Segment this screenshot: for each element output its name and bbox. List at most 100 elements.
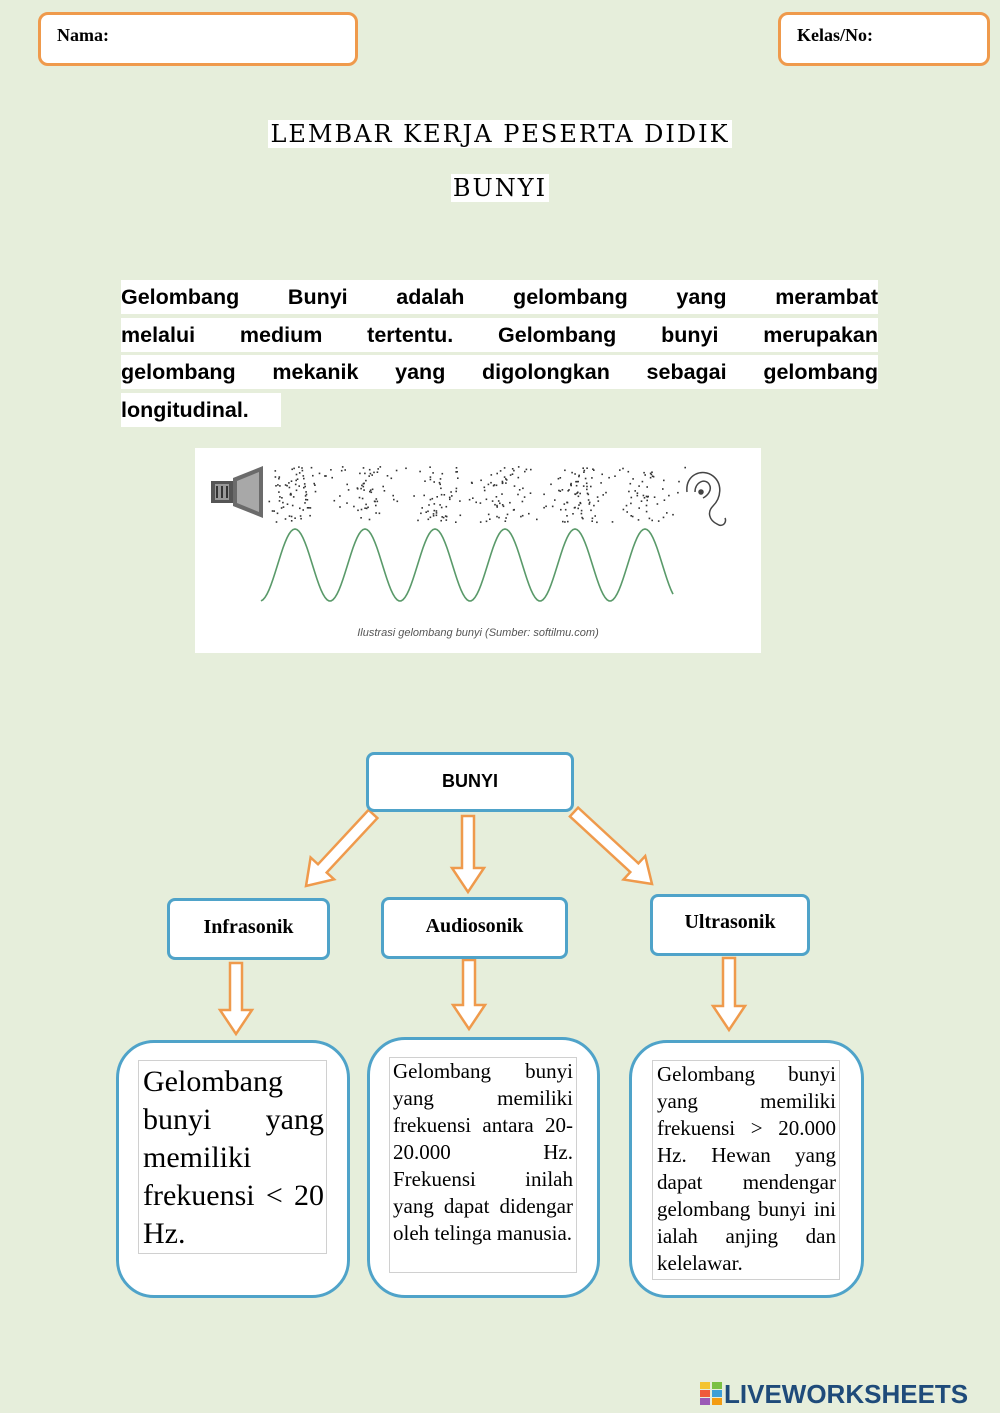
air-particle [571, 471, 573, 474]
air-particle [302, 475, 305, 477]
air-particle [586, 485, 588, 488]
air-particle [577, 495, 580, 498]
air-particle [646, 499, 648, 502]
air-particle [423, 494, 425, 497]
air-particle [433, 509, 436, 512]
air-particle [344, 469, 346, 471]
air-particle [301, 469, 304, 472]
air-particle [383, 490, 386, 492]
air-particle [585, 482, 588, 485]
air-particle [559, 477, 562, 479]
air-particle [529, 492, 532, 494]
air-particle [273, 510, 275, 512]
air-particle [433, 503, 436, 505]
air-particle [451, 495, 453, 497]
air-particle [368, 518, 371, 521]
air-particle [642, 494, 645, 497]
air-particle [588, 501, 591, 504]
air-particle [644, 474, 646, 476]
air-particle [608, 476, 610, 479]
air-particle [280, 507, 283, 509]
air-particle [367, 506, 369, 509]
air-particle [341, 466, 344, 468]
air-particle [564, 521, 566, 523]
air-particle [445, 519, 448, 521]
air-particle [630, 496, 633, 499]
air-particle [602, 494, 604, 496]
air-particle [275, 485, 277, 487]
air-particle [456, 471, 458, 473]
air-particle [651, 471, 653, 473]
air-particle [656, 503, 659, 505]
air-particle [305, 498, 307, 501]
air-particle [455, 487, 458, 490]
air-particle [554, 499, 556, 501]
air-particle [304, 495, 307, 497]
air-particle [396, 500, 399, 503]
air-particle [521, 514, 524, 517]
air-particle [563, 503, 566, 505]
air-particle [455, 471, 457, 473]
air-particle [279, 496, 281, 498]
air-particle [436, 496, 438, 498]
air-particle [560, 508, 562, 511]
air-particle [331, 476, 333, 479]
air-particle [520, 515, 522, 518]
air-particle [504, 520, 507, 522]
air-particle [438, 481, 441, 484]
air-particle [605, 491, 607, 494]
air-particle [590, 485, 592, 488]
air-particle [511, 468, 514, 470]
air-particle [579, 492, 581, 495]
air-particle [530, 468, 532, 471]
air-particle [471, 482, 473, 484]
air-particle [296, 478, 299, 480]
air-particle [625, 504, 628, 507]
class-number-field[interactable]: Kelas/No: [778, 12, 990, 66]
air-particle [455, 521, 457, 523]
name-field[interactable]: Nama: [38, 12, 358, 66]
air-particle [368, 468, 371, 471]
air-particle [645, 510, 648, 513]
air-particle [662, 488, 664, 490]
air-particle [357, 509, 359, 512]
air-particle [361, 497, 364, 500]
air-particle [513, 469, 515, 472]
air-particle [657, 520, 660, 522]
air-particle [278, 491, 280, 493]
air-particle [428, 504, 430, 506]
air-particle [304, 485, 306, 488]
air-particle [405, 467, 407, 470]
air-particle [490, 474, 493, 476]
arrow-to-ultrasonik-description [710, 956, 748, 1033]
air-particle [275, 521, 278, 523]
air-particle [483, 486, 486, 489]
air-particle [368, 475, 370, 477]
air-particle [495, 496, 498, 498]
air-particle [364, 472, 366, 475]
air-particle [274, 476, 277, 478]
air-particle [314, 490, 317, 493]
air-particle [290, 480, 293, 482]
air-particle [491, 500, 494, 502]
air-particle [506, 513, 509, 516]
air-particle [441, 516, 443, 518]
air-particle [550, 483, 552, 486]
air-particle [594, 515, 596, 517]
air-particle [295, 479, 297, 482]
category-node-audiosonik: Audiosonik [381, 897, 568, 959]
air-particle [584, 477, 587, 480]
air-particle [511, 473, 514, 475]
air-particle [587, 493, 590, 496]
sound-wave-illustration: Ilustrasi gelombang bunyi (Sumber: softi… [195, 448, 761, 653]
intro-line: melalui medium tertentu. Gelombang bunyi… [121, 318, 878, 352]
air-particle [268, 500, 271, 503]
air-particle [439, 504, 441, 506]
air-particle [429, 498, 432, 501]
air-particle [304, 502, 306, 504]
air-particle [475, 501, 477, 504]
air-particle [278, 476, 281, 478]
air-particle [630, 502, 632, 505]
air-particle [346, 502, 348, 504]
air-particle [440, 519, 442, 522]
